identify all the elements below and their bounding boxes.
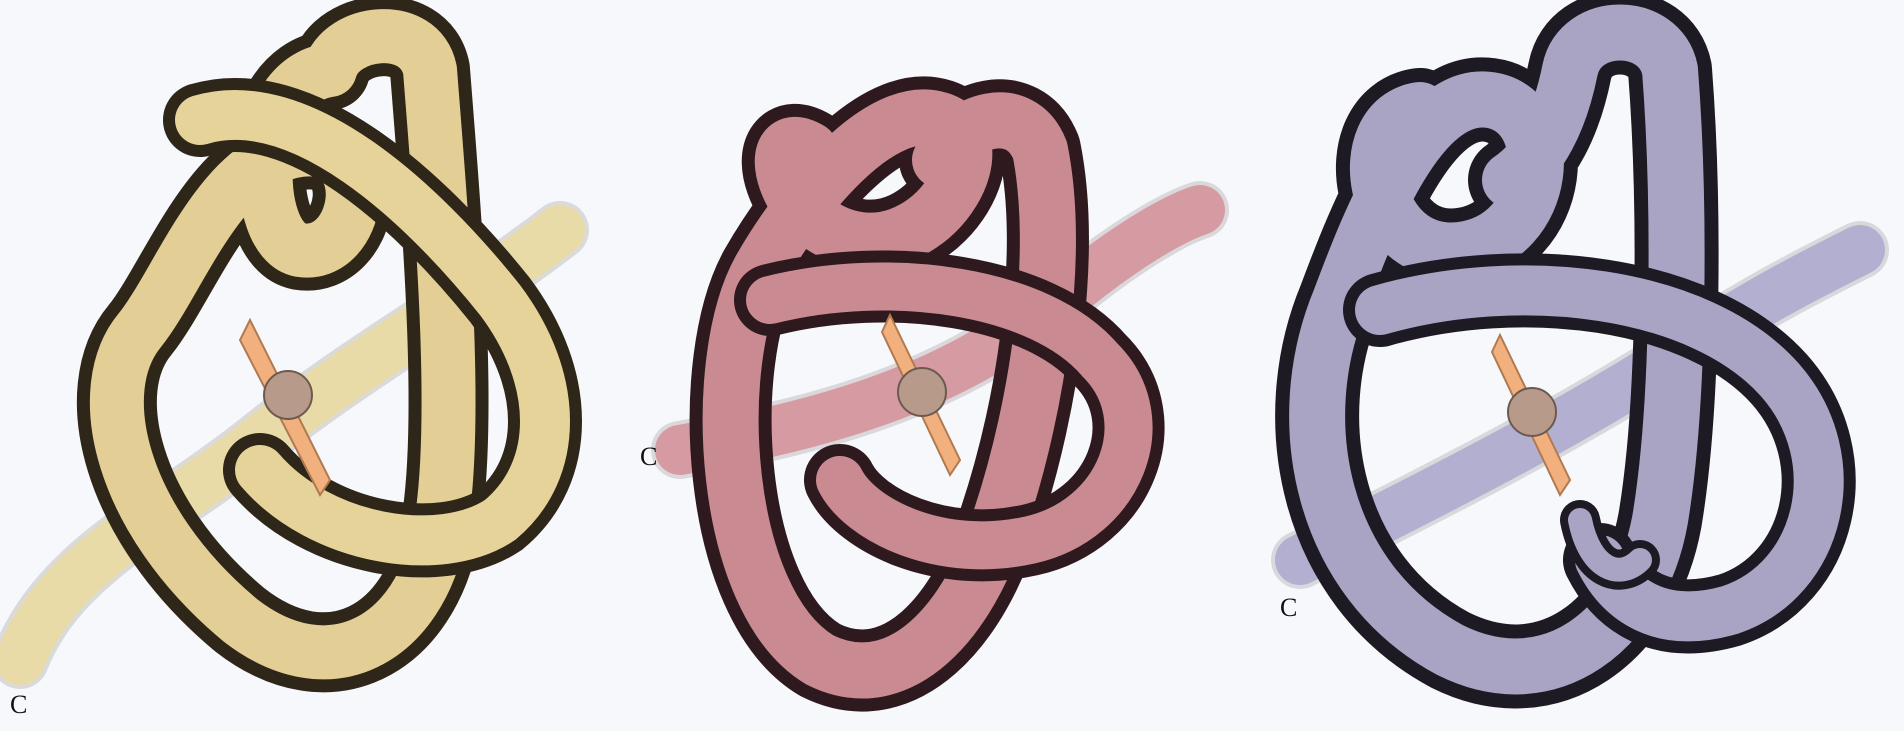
c-terminus-label: C <box>640 444 657 470</box>
yellow-knot-tube <box>0 0 640 731</box>
panel-pink-knot: C <box>640 0 1260 731</box>
panel-lavender-knot: C <box>1260 0 1904 731</box>
c-terminus-label: C <box>10 692 27 718</box>
c-terminus-label: C <box>1280 595 1297 621</box>
panel-yellow-knot: C <box>0 0 640 731</box>
lavender-knot-tube <box>1260 0 1904 731</box>
pink-knot-tube <box>640 0 1260 731</box>
